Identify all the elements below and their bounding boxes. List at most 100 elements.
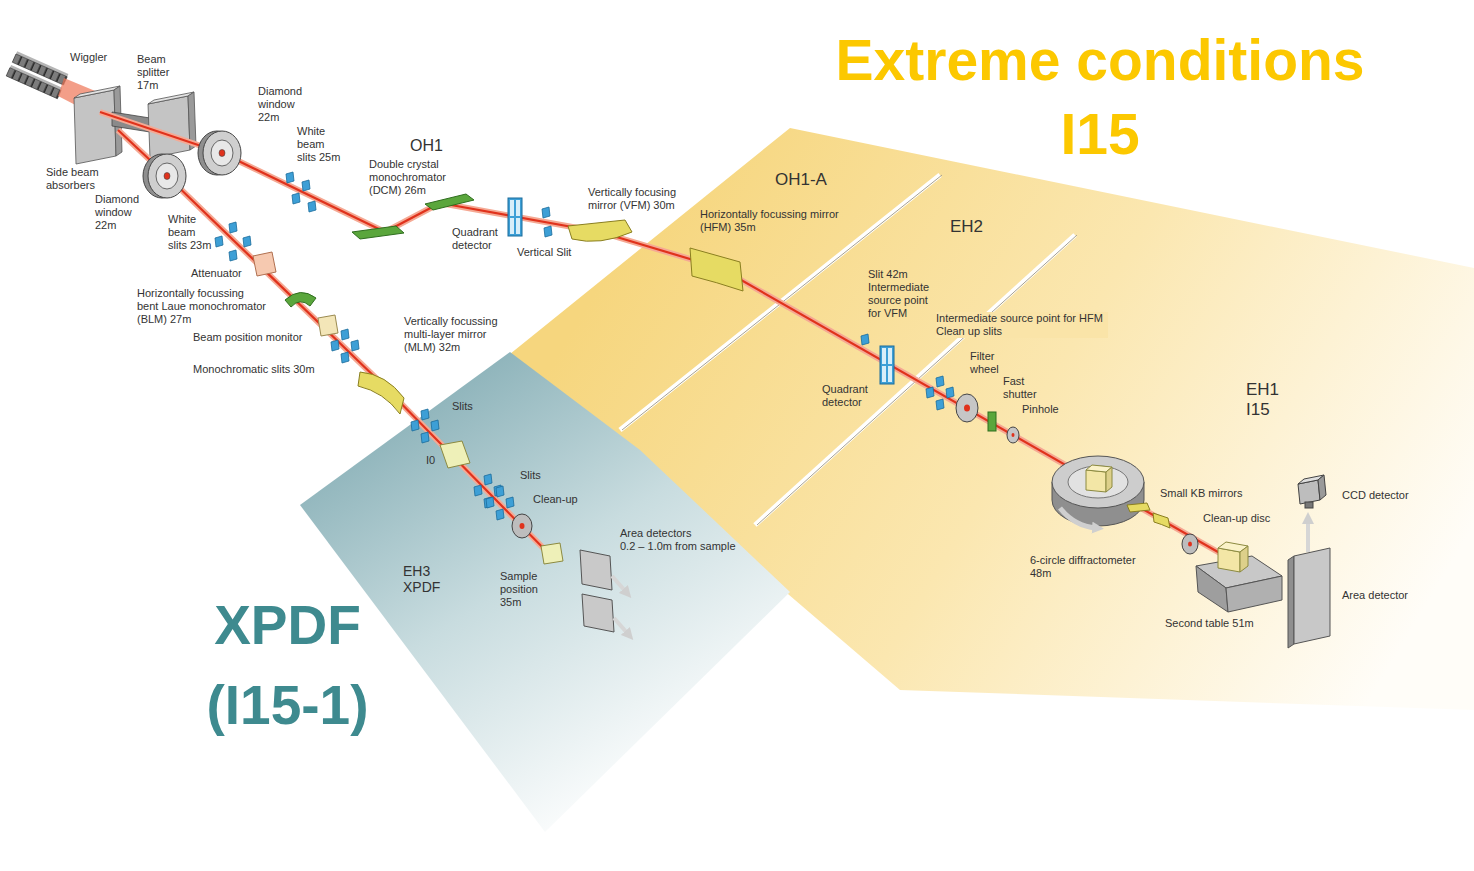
beam-xpdf [118,130,555,560]
hutch-label-holder: EH2 [950,217,983,237]
part-label: Quadrant detector [452,226,502,252]
area-label: OH1 [410,136,443,155]
filter-wheel [964,405,970,412]
beam-splitter [148,96,190,158]
part-label: Horizontally focussing mirror (HFM) 35m [700,208,845,234]
quadrant-detector [508,198,522,236]
diffractometer [1086,470,1106,492]
region-band: XPDF (I15-1)EH3 XPDF [180,350,800,840]
part-label: Monochromatic slits 30m [193,363,315,376]
slit-cross [421,409,429,420]
diamond-window [164,173,170,180]
part-label: White beam slits 23m [168,213,217,252]
beam-xpdf [118,130,555,560]
hutch-wall [622,175,942,430]
slit-blades [215,236,223,247]
diamond-window [143,154,186,198]
part-label-holder: Vertically focusing mirror (VFM) 30m [588,186,683,212]
part-label-holder: Pinhole [1022,403,1059,416]
part-label-holder: Filter wheel [970,350,1006,376]
slit-cross [421,432,429,443]
slit-blades [243,236,251,247]
quadrant-detector [516,218,520,234]
part-label-holder: 0.2 – 1.0m from sample [620,540,736,553]
slit-cross [331,340,339,351]
diamond-window [156,163,178,189]
quadrant-detector [880,346,894,384]
part-label-holder: Clean-up [533,493,578,506]
quadrant-detector [882,366,886,382]
diamond-window [203,131,241,175]
slit-cross [351,340,359,351]
part-label-holder: Vertical Slit [517,246,571,259]
second-table [1226,576,1282,612]
slit-blades [286,172,294,183]
hutch-label-holder: EH1 I15 [1246,380,1280,421]
diffractometer [1052,456,1144,528]
part-label-holder: 6-circle diffractometer 48m [1030,554,1142,580]
part-label: Side beam absorbers [46,166,102,192]
ccd-detector [1305,502,1313,508]
part-label-holder: Beam splitter 17m [137,53,179,92]
part-label: White beam slits 25m [297,125,346,164]
part-label-holder: Side beam absorbers [46,166,102,192]
part-label-holder: Quadrant detector [452,226,502,252]
slit-cross [474,485,482,496]
beam-i15 [100,112,1232,560]
pinhole [1007,427,1019,443]
attenuator [253,252,276,276]
hutch-label-holder: OH1-A [775,170,827,190]
part-label: Beam splitter 17m [137,53,179,92]
diamond-window [219,150,225,157]
hutch-band-outline [620,175,1075,525]
part-label-holder: White beam slits 25m [297,125,346,164]
beam-i15 [100,112,1232,560]
region-title-holder: XPDF (I15-1) [180,586,395,746]
part-label-holder: Wiggler [70,51,107,64]
slit-cross [936,399,944,410]
part-label: Small KB mirrors [1160,487,1243,500]
part-label: Clean-up disc [1203,512,1270,525]
hutch-band-outline [510,128,940,430]
focusing-mirror [358,372,404,414]
part-label: Horizontally focussing bent Laue monochr… [137,287,267,326]
hutch-wall [757,235,1077,525]
area-detector-xpdf [580,550,612,590]
area-detector-xpdf [614,618,628,634]
part-label: Diamond window 22m [258,85,306,124]
hutch-band: EH2 [620,175,1075,525]
part-label: Attenuator [191,267,242,280]
focusing-mirror [568,220,632,241]
dcm-crystal [425,194,474,210]
part-label: Diamond window 22m [95,193,143,232]
part-label: CCD detector [1342,489,1409,502]
part-label-holder: Sample position 35m [500,570,550,609]
slit-cross [926,387,934,398]
part-label: Pinhole [1022,403,1059,416]
focusing-mirror [690,248,743,291]
part-label-holder: Slits [452,400,473,413]
hutch-label: EH3 XPDF [403,563,443,595]
region-title-holder: Extreme conditions I15 [820,23,1380,171]
part-label-holder: Double crystal monochromator (DCM) 26m [369,158,449,197]
beam-position-monitor [318,315,338,336]
part-label-holder: Area detectors [620,527,692,540]
slit-cross [431,420,439,431]
clean-up-disc [512,514,532,538]
quadrant-detector [510,218,514,234]
ccd-detector [1306,520,1310,552]
diamond-window [211,140,233,166]
region-band-outline [510,128,1474,710]
part-label-holder: Fast shutter [1003,375,1045,401]
hutch-label: EH2 [950,217,983,237]
clean-up-disc [1182,534,1198,554]
kb-mirrors [1127,503,1150,512]
slit-cross [496,486,504,497]
hutch-band-outline [755,235,1474,700]
part-label-holder: Quadrant detector [822,383,872,409]
hutch-band: EH1 I15 [755,235,1474,700]
part-label: Quadrant detector [822,383,872,409]
part-label-holder: I0 [426,454,435,467]
part-label-holder: Slit 42m Intermediate source point for V… [868,268,932,320]
